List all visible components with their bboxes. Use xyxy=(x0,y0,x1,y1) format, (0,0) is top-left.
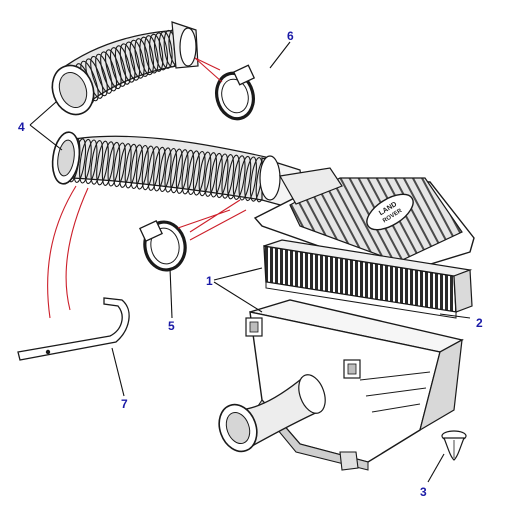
hose-corrugation-ring xyxy=(170,148,183,194)
hose-corrugation-ring xyxy=(204,152,218,197)
hose-corrugation-ring xyxy=(134,38,150,77)
hose-corrugation-ring xyxy=(153,32,169,71)
hose-corrugation-ring xyxy=(114,45,131,85)
hose-corrugation-ring xyxy=(232,155,246,200)
hose-corrugation-ring xyxy=(192,150,206,196)
callout-3: 3 xyxy=(420,485,427,499)
hose-corrugation-ring xyxy=(129,39,145,79)
hose-corrugation-ring xyxy=(147,146,161,191)
callout-labels: 1 2 3 4 5 6 7 xyxy=(18,29,483,499)
hose-corrugation-ring xyxy=(119,43,136,83)
leader-lines xyxy=(29,41,471,483)
hose-corrugation-ring xyxy=(215,153,229,199)
hose-corrugation-ring xyxy=(238,155,252,201)
hose-corrugation-ring xyxy=(181,149,195,195)
hose-clamp-upper xyxy=(215,64,256,121)
hose-corrugation-ring xyxy=(187,150,200,196)
hose-corrugation-ring xyxy=(244,156,257,202)
hose-corrugation-ring xyxy=(96,140,109,186)
hose-corrugation-ring xyxy=(100,51,118,92)
hose-corrugation-ring xyxy=(113,142,126,188)
hose-corrugation-ring xyxy=(227,154,240,200)
hose-corrugation-ring xyxy=(79,138,92,184)
hose-corrugation-ring xyxy=(198,151,212,197)
hose-corrugation-ring xyxy=(104,49,122,90)
hose-corrugation-ring xyxy=(158,147,172,193)
callout-5: 5 xyxy=(168,319,175,333)
callout-6: 6 xyxy=(287,29,294,43)
hose-corrugation-ring xyxy=(139,36,155,76)
land-rover-badge: LAND ROVER xyxy=(366,193,414,231)
air-cleaner-lid: LAND ROVER xyxy=(253,167,475,275)
hose-corrugation-ring xyxy=(118,143,132,188)
hose-corrugation-ring xyxy=(124,143,138,189)
hose-corrugation-ring xyxy=(90,55,108,97)
hose-corrugation-ring xyxy=(210,152,223,198)
callout-1: 1 xyxy=(206,274,213,288)
hose-corrugation-ring xyxy=(141,145,155,191)
mounting-bracket xyxy=(17,297,130,361)
air-filter-element xyxy=(263,239,473,319)
hose-corrugation-ring xyxy=(90,140,104,185)
hose-corrugation-ring xyxy=(158,31,173,69)
hose-corrugation-ring xyxy=(175,149,189,194)
hose-corrugation-ring xyxy=(124,41,141,81)
hose-corrugation-ring xyxy=(153,146,166,192)
hose-corrugation-ring xyxy=(84,139,98,185)
hose-corrugation-ring xyxy=(149,33,164,72)
upper-corrugated-hose xyxy=(51,21,199,116)
hose-corrugation-ring xyxy=(130,144,144,190)
lower-corrugated-hose xyxy=(51,131,307,213)
drain-valve xyxy=(441,430,467,461)
hose-corrugation-ring xyxy=(95,53,113,94)
hose-corrugation-ring xyxy=(109,47,127,87)
callout-2: 2 xyxy=(476,316,483,330)
callout-7: 7 xyxy=(121,397,128,411)
hose-corrugation-ring xyxy=(107,141,121,187)
hose-corrugation-ring xyxy=(164,147,178,193)
air-cleaner-box xyxy=(245,299,464,471)
hose-corrugation-ring xyxy=(144,35,159,74)
hose-clamp-lower xyxy=(139,219,187,272)
hose-corrugation-ring xyxy=(221,154,235,199)
hose-corrugation-ring xyxy=(136,144,149,190)
callout-4: 4 xyxy=(18,120,25,134)
intake-trumpet xyxy=(218,374,326,453)
hose-corrugation-ring xyxy=(101,141,115,186)
